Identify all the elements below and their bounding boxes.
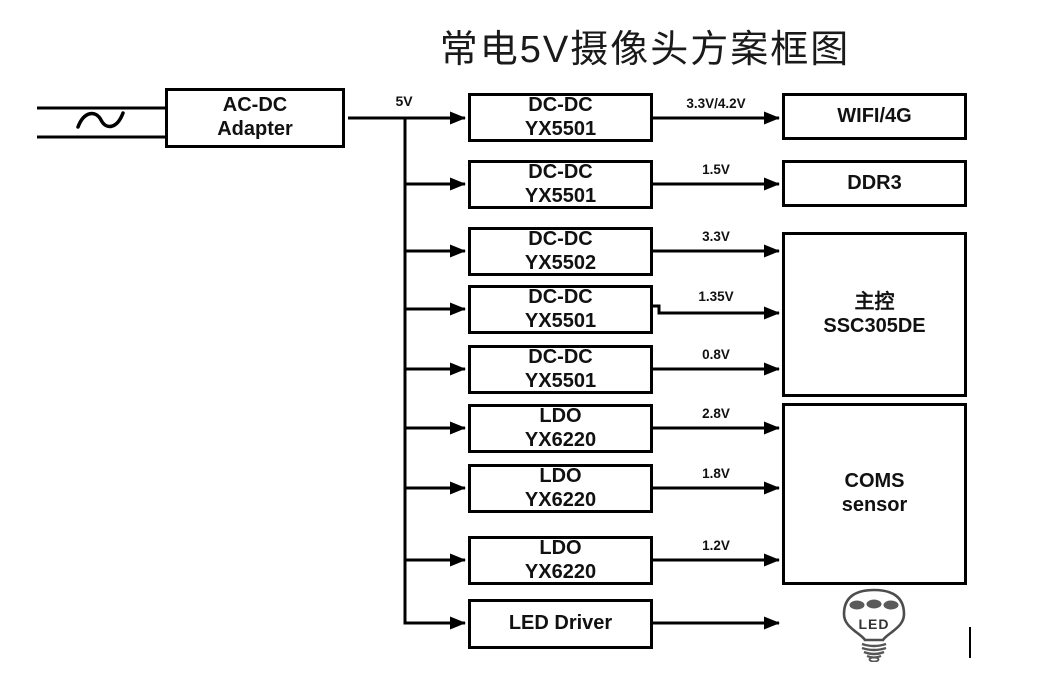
regulator-box-2: DC-DC YX5501 (468, 160, 653, 209)
regulator-type: DC-DC (528, 227, 593, 250)
page-title: 常电5V摄像头方案框图 (439, 29, 851, 71)
voltage-label-5: 0.8V (702, 347, 730, 362)
led-chip-1 (849, 600, 865, 610)
regulator-type: DC-DC (528, 285, 593, 308)
regulator-type: LDO (539, 464, 582, 487)
voltage-label-7: 1.8V (702, 466, 730, 481)
soc-label-line2: SSC305DE (823, 314, 926, 337)
ac-dc-adapter-box: AC-DC Adapter (165, 88, 345, 148)
regulator-part: YX5501 (524, 369, 597, 392)
voltage-label-4: 1.35V (698, 289, 734, 304)
screw-thread-1 (861, 642, 887, 648)
regulator-box-5: DC-DC YX5501 (468, 345, 653, 394)
soc-label-line1: 主控 (854, 290, 895, 313)
regulator-box-7: LDO YX6220 (468, 464, 653, 513)
regulator-part: YX5502 (524, 251, 597, 274)
regulator-part: YX6220 (524, 560, 597, 583)
voltage-label-1: 3.3V/4.2V (686, 96, 746, 111)
regulator-part: YX5501 (524, 184, 597, 207)
load-box-soc: 主控 SSC305DE (782, 232, 967, 397)
load-box-ddr3: DDR3 (782, 160, 967, 207)
voltage-label-2: 1.5V (702, 162, 730, 177)
regulator-type: LDO (539, 404, 582, 427)
load-label: DDR3 (847, 171, 902, 194)
led-chip-2 (866, 599, 882, 609)
screw-thread-2 (861, 646, 887, 652)
adapter-label-line2: Adapter (217, 118, 293, 140)
screw-thread-3 (863, 650, 885, 656)
bus-5v (403, 118, 466, 630)
sensor-label-line2: sensor (841, 494, 908, 516)
regulator-part: YX5501 (524, 117, 597, 140)
regulator-type: LDO (539, 536, 582, 559)
regulator-box-4: DC-DC YX5501 (468, 285, 653, 334)
regulator-type: DC-DC (528, 345, 593, 368)
regulator-part: YX6220 (524, 488, 597, 511)
load-box-wifi-4g: WIFI/4G (782, 93, 967, 140)
sensor-label-line1: COMS (844, 470, 905, 493)
regulator-box-8: LDO YX6220 (468, 536, 653, 585)
regulator-part: YX5501 (524, 309, 597, 332)
voltage-label-6: 2.8V (702, 406, 730, 421)
regulator-type: DC-DC (528, 160, 593, 183)
bulb-tip (868, 656, 880, 662)
led-bulb-icon: LED (842, 588, 906, 662)
bulb-outline (842, 588, 906, 642)
adapter-label-line1: AC-DC (222, 94, 288, 117)
bus-voltage-label: 5V (395, 93, 413, 109)
load-box-cmos-sensor: COMS sensor (782, 403, 967, 585)
arrow-1v35 (653, 304, 780, 320)
led-chip-3 (883, 600, 899, 610)
regulator-type: DC-DC (528, 93, 593, 116)
regulator-box-3: DC-DC YX5502 (468, 227, 653, 276)
regulator-box-led-driver: LED Driver (468, 599, 653, 649)
voltage-label-3: 3.3V (702, 229, 730, 244)
load-label: WIFI/4G (837, 104, 912, 127)
regulator-type: LED Driver (508, 612, 613, 635)
ac-sine-icon (76, 111, 125, 129)
regulator-box-1: DC-DC YX5501 (468, 93, 653, 142)
regulator-box-6: LDO YX6220 (468, 404, 653, 453)
led-bulb-label: LED (859, 616, 890, 632)
regulator-part: YX6220 (524, 428, 597, 451)
voltage-label-8: 1.2V (702, 538, 730, 553)
